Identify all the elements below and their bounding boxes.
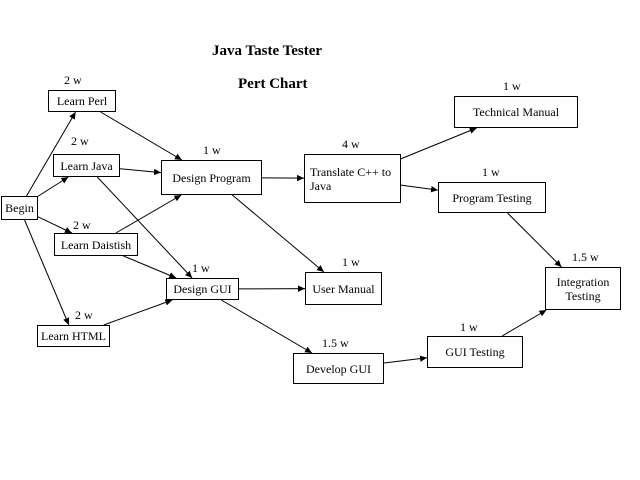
chart-subtitle: Pert Chart: [238, 76, 308, 92]
arrow-begin-to-learn-perl: [26, 111, 77, 197]
duration-integration-testing: 1.5 w: [572, 250, 599, 264]
arrow-learn-daistish-to-design-program: [115, 194, 182, 234]
arrow-develop-gui-to-gui-testing: [383, 355, 428, 364]
duration-technical-manual: 1 w: [503, 79, 521, 93]
duration-learn-perl: 2 w: [64, 73, 82, 87]
arrow-learn-java-to-design-gui: [96, 176, 193, 279]
arrow-learn-java-to-design-program: [119, 168, 162, 176]
node-learn-daistish: Learn Daistish: [54, 233, 138, 256]
node-design-gui: Design GUI: [166, 278, 239, 300]
arrow-learn-daistish-to-design-gui: [123, 255, 177, 279]
duration-gui-testing: 1 w: [460, 320, 478, 334]
arrow-learn-html-to-design-gui: [103, 299, 173, 326]
duration-learn-java: 2 w: [71, 134, 89, 148]
arrow-translate-to-technical-manual: [400, 127, 477, 160]
arrow-design-gui-to-develop-gui: [221, 299, 313, 354]
arrow-learn-perl-to-design-program: [100, 111, 183, 161]
arrow-gui-testing-to-integration-testing: [501, 309, 547, 337]
node-integration-testing: Integration Testing: [545, 267, 621, 310]
node-technical-manual: Technical Manual: [454, 96, 578, 128]
duration-program-testing: 1 w: [482, 165, 500, 179]
duration-learn-daistish: 2 w: [73, 218, 91, 232]
node-program-testing: Program Testing: [438, 182, 546, 213]
arrow-begin-to-learn-html: [24, 219, 70, 326]
node-design-program: Design Program: [161, 160, 262, 195]
duration-user-manual: 1 w: [342, 255, 360, 269]
node-translate-cpp-to-java: Translate C++ to Java: [304, 154, 401, 203]
duration-design-program: 1 w: [203, 143, 221, 157]
chart-title: Java Taste Tester: [212, 43, 323, 59]
duration-develop-gui: 1.5 w: [322, 336, 349, 350]
arrow-begin-to-learn-java: [37, 176, 69, 197]
duration-translate: 4 w: [342, 137, 360, 151]
arrow-design-program-to-user-manual: [231, 194, 325, 273]
node-learn-java: Learn Java: [53, 154, 120, 177]
duration-design-gui: 1 w: [192, 261, 210, 275]
arrow-program-testing-to-integration-testing: [507, 212, 562, 268]
node-learn-html: Learn HTML: [37, 325, 110, 347]
duration-learn-html: 2 w: [75, 308, 93, 322]
arrow-translate-to-program-testing: [400, 184, 439, 193]
node-develop-gui: Develop GUI: [293, 353, 384, 384]
node-begin: Begin: [1, 196, 38, 220]
arrow-begin-to-learn-daistish: [37, 216, 73, 234]
node-learn-perl: Learn Perl: [48, 90, 116, 112]
node-gui-testing: GUI Testing: [427, 336, 523, 368]
node-user-manual: User Manual: [305, 272, 382, 305]
